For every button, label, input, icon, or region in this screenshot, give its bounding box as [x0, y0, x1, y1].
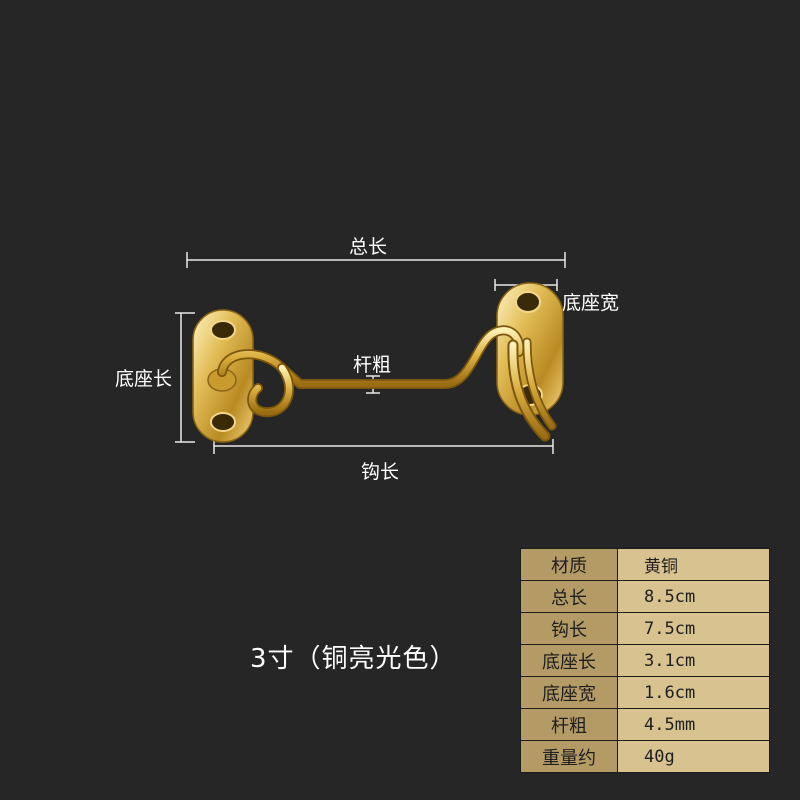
spec-value: 4.5mm	[617, 708, 770, 741]
spec-value: 3.1cm	[617, 644, 770, 677]
spec-key: 底座宽	[520, 676, 618, 709]
hook-length-dimension	[213, 439, 554, 454]
spec-key: 总长	[520, 580, 618, 613]
dimension-lines	[175, 252, 566, 454]
spec-value: 40g	[617, 740, 770, 773]
hook-length-label: 钩长	[361, 461, 400, 483]
base-length-label: 底座长	[115, 368, 173, 390]
base-length-dimension	[175, 312, 195, 443]
spec-key: 重量约	[520, 740, 618, 773]
spec-value: 7.5cm	[617, 612, 770, 645]
total-length-dimension	[186, 252, 566, 268]
spec-value: 8.5cm	[617, 580, 770, 613]
rod-thickness-label: 杆粗	[353, 354, 392, 376]
spec-row: 材质黄铜	[520, 548, 770, 581]
spec-key: 杆粗	[520, 708, 618, 741]
spec-key: 材质	[520, 548, 618, 581]
spec-key: 底座长	[520, 644, 618, 677]
total-length-label: 总长	[349, 236, 388, 258]
spec-value: 黄铜	[617, 548, 770, 581]
spec-key: 钩长	[520, 612, 618, 645]
base-width-label: 底座宽	[562, 292, 620, 314]
eye-staple	[507, 337, 557, 442]
product-caption: 3寸（铜亮光色）	[250, 644, 457, 674]
hook-rod	[217, 325, 525, 418]
spec-value: 1.6cm	[617, 676, 770, 709]
